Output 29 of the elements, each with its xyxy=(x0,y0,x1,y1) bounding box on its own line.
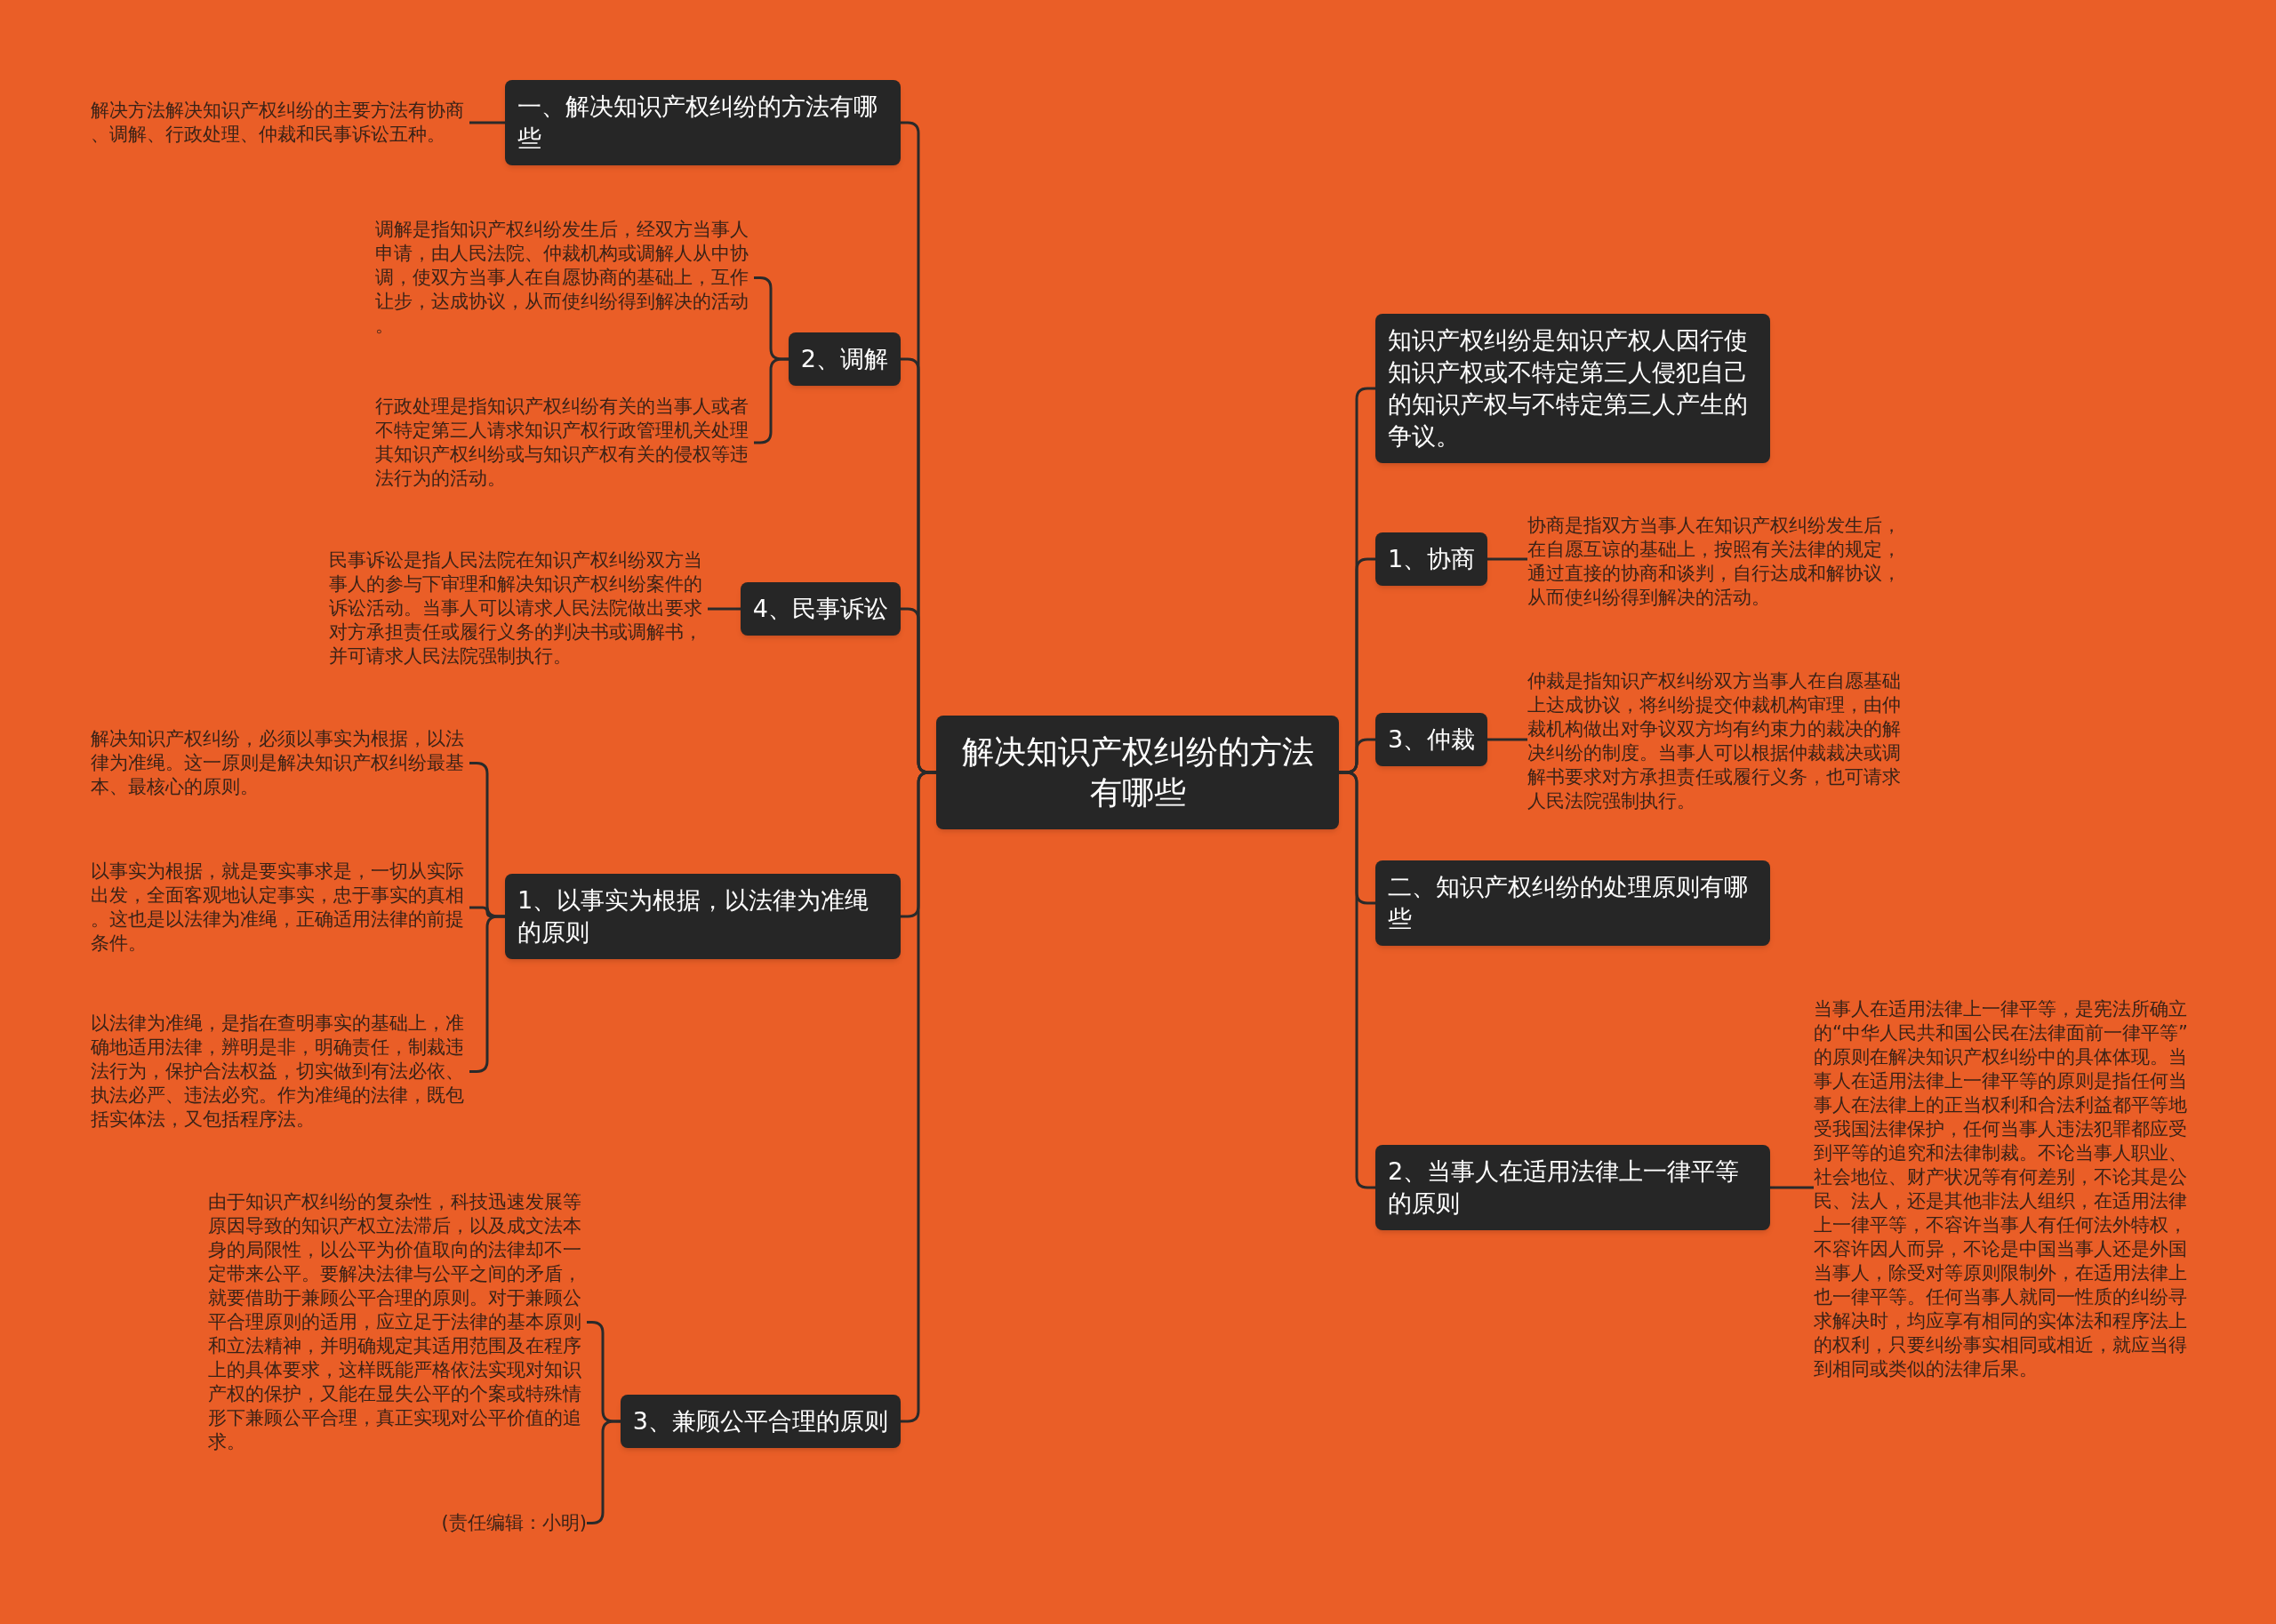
note-text: 解决知识产权纠纷，必须以事实为根据，以法律为准绳。这一原则是解决知识产权纠纷最基本、最核心的原则。 xyxy=(91,727,469,799)
connector-line xyxy=(1487,557,1527,561)
topic-box: 2、当事人在适用法律上一律平等的原则 xyxy=(1375,1145,1770,1230)
topic-box: 3、仲裁 xyxy=(1375,713,1488,766)
topic-box: 3、兼顾公平合理的原则 xyxy=(620,1395,901,1448)
connector-line xyxy=(1770,1186,1814,1189)
note-text: 解决方法解决知识产权纠纷的主要方法有协商、调解、行政处理、仲裁和民事诉讼五种。 xyxy=(91,99,469,147)
topic-box: 二、知识产权纠纷的处理原则有哪些 xyxy=(1375,860,1770,946)
topic-box: 4、民事诉讼 xyxy=(740,582,901,636)
topic-box: 1、协商 xyxy=(1375,532,1488,586)
connector-line xyxy=(469,121,505,124)
topic-box: 知识产权纠纷是知识产权人因行使知识产权或不特定第三人侵犯自己的知识产权与不特定第三人产生的争议。 xyxy=(1375,314,1770,463)
note-text: 行政处理是指知识产权纠纷有关的当事人或者不特定第三人请求知识产权行政管理机关处理其知识产权纠纷或与知识产权有关的侵权等违法行为的活动。 xyxy=(375,395,754,491)
connector-line xyxy=(1487,738,1527,741)
topic-box: 一、解决知识产权纠纷的方法有哪些 xyxy=(505,80,901,165)
topic-box: 1、以事实为根据，以法律为准绳的原则 xyxy=(505,874,901,959)
note-text: 协商是指双方当事人在知识产权纠纷发生后，在自愿互谅的基础上，按照有关法律的规定，通过直接的协商和谈判，自行达成和解协议，从而使纠纷得到解决的活动。 xyxy=(1527,514,1906,610)
connector-line xyxy=(708,607,741,611)
note-text: 以事实为根据，就是要实事求是，一切从实际出发，全面客观地认定事实，忠于事实的真相。这也是以法律为准绳，正确适用法律的前提条件。 xyxy=(91,860,469,956)
note-text: 由于知识产权纠纷的复杂性，科技迅速发展等原因导致的知识产权立法滞后，以及成文法本身的局限性，以公平为价值取向的法律却不一定带来公平。要解决法律与公平之间的矛盾，就要借助于兼顾公平合理的原则。对于兼顾公平合理原则的适用，应立足于法律的基本原则和立法精神，并明确规定其适用范围及在程序上的具体要求，这样既能严格依法实现对知识产权的保护，又能在显失公平的个案或特殊情形下兼顾公平合理，真正实现对公平价值的追求。 xyxy=(208,1190,587,1454)
note-text: 仲裁是指知识产权纠纷双方当事人在自愿基础上达成协议，将纠纷提交仲裁机构审理，由仲裁机构做出对争议双方均有约束力的裁决的解决纠纷的制度。当事人可以根据仲裁裁决或调解书要求对方承担责任或履行义务，也可请求人民法院强制执行。 xyxy=(1527,669,1906,813)
note-text: 民事诉讼是指人民法院在知识产权纠纷双方当事人的参与下审理和解决知识产权纠纷案件的诉讼活动。当事人可以请求人民法院做出要求对方承担责任或履行义务的判决书或调解书，并可请求人民法院强制执行。 xyxy=(329,548,708,668)
central-topic-box: 解决知识产权纠纷的方法有哪些 xyxy=(936,716,1339,829)
connector-line xyxy=(1339,771,1375,1189)
note-text: 当事人在适用法律上一律平等，是宪法所确立的“中华人民共和国公民在法律面前一律平等”的原则在解决知识产权纠纷中的具体体现。当事人在适用法律上一律平等的原则是指任何当事人在法律上的正当权利和合法利益都平等地受我国法律保护，任何当事人违法犯罪都应受到平等的追究和法律制裁。不论当事人职业、社会地位、财产状况等有何差别，不论其是公民、法人，还是其他非法人组织，在适用法律上一律平等，不容许当事人有任何法外特权，不容许因人而异，不论是中国当事人还是外国当事人，除受对等原则限制外，在适用法律上也一律平等。任何当事人就同一性质的纠纷寻求解决时，均应享有相同的实体法和程序法上的权利，只要纠纷事实相同或相近，就应当得到相同或类似的法律后果。 xyxy=(1814,997,2192,1381)
topic-box: 2、调解 xyxy=(788,332,901,386)
note-text: (责任编辑：小明) xyxy=(441,1511,587,1535)
note-text: 调解是指知识产权纠纷发生后，经双方当事人申请，由人民法院、仲裁机构或调解人从中协调，使双方当事人在自愿协商的基础上，互作让步，达成协议，从而使纠纷得到解决的活动。 xyxy=(375,218,754,338)
note-text: 以法律为准绳，是指在查明事实的基础上，准确地适用法律，辨明是非，明确责任，制裁违法行为，保护合法权益，切实做到有法必依、执法必严、违法必究。作为准绳的法律，既包括实体法，又包括程序法。 xyxy=(91,1012,469,1132)
